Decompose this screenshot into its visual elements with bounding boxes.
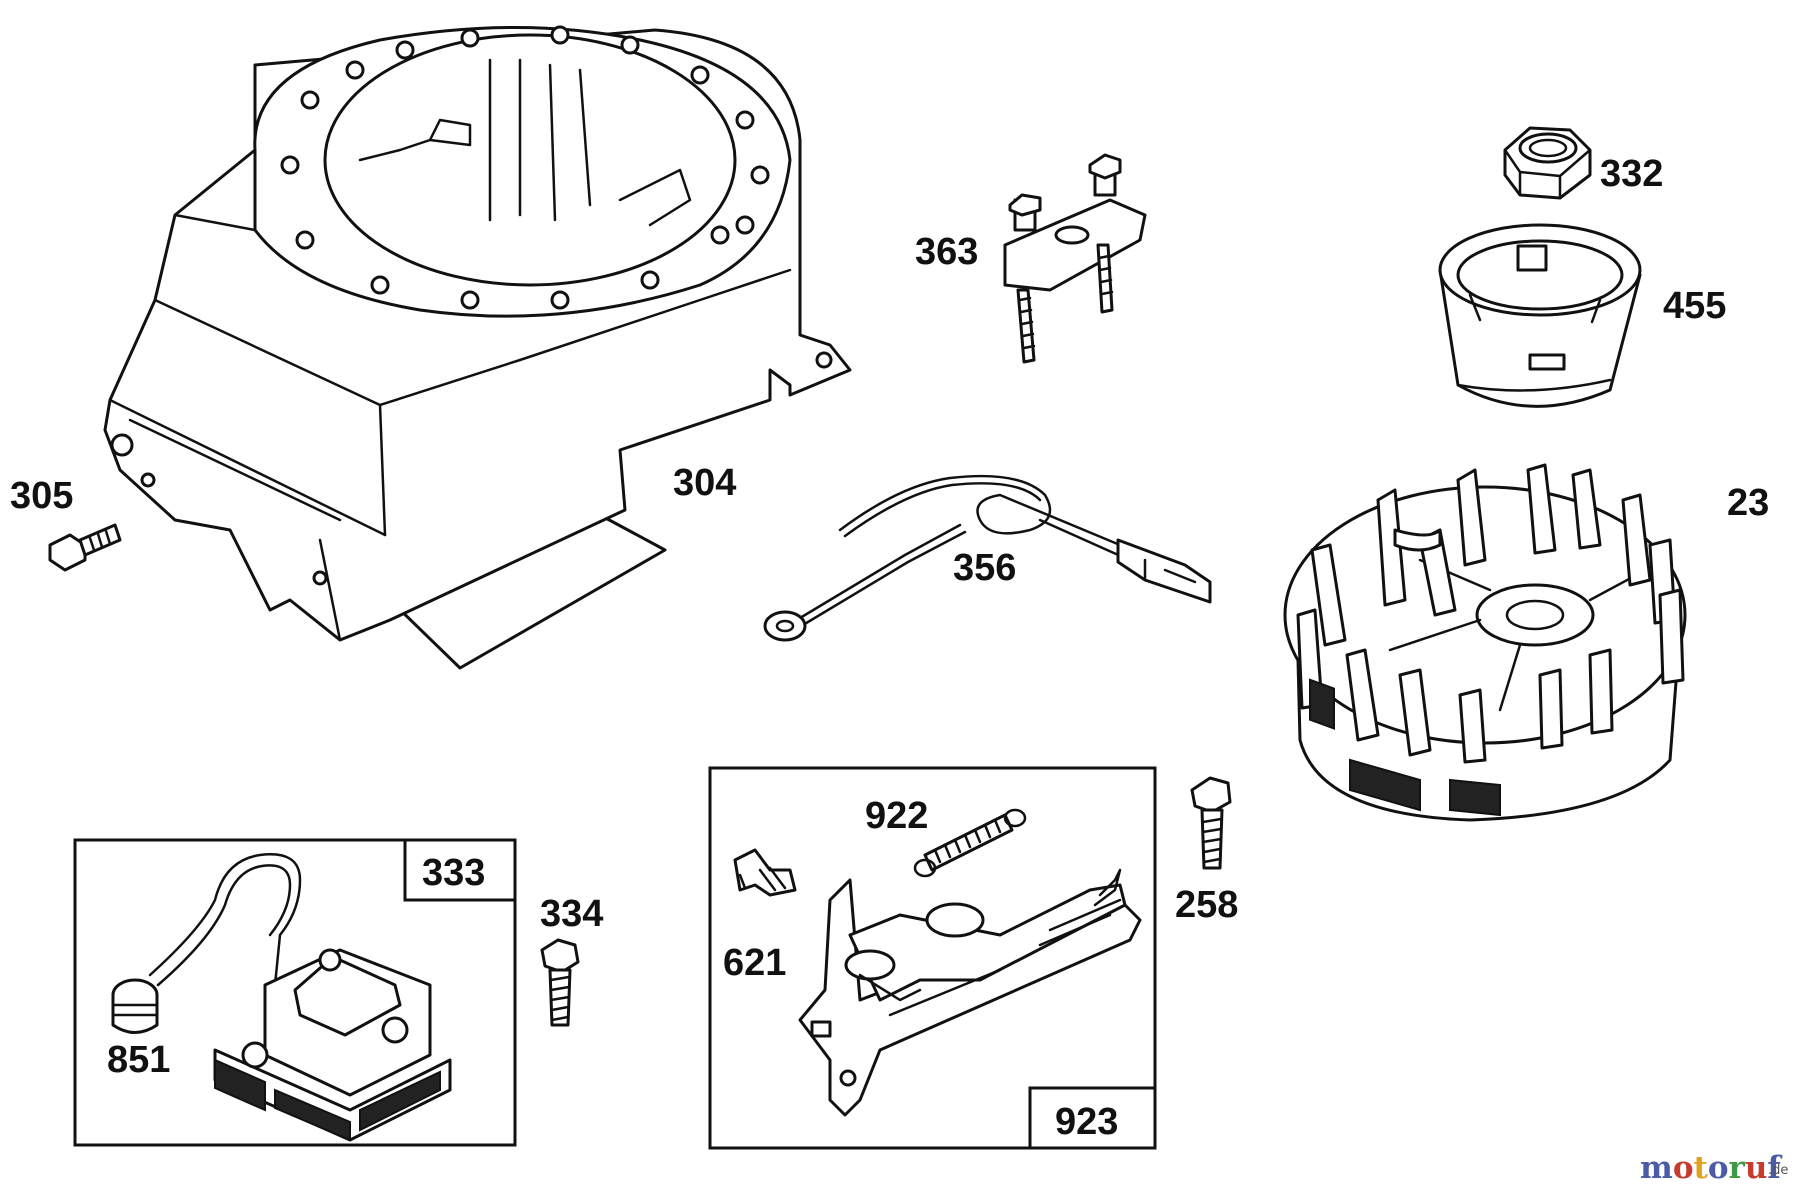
armature-333-drawing [111,853,452,1142]
part-label-363: 363 [915,231,978,273]
wm-letter: f [1767,1150,1782,1186]
part-label-258: 258 [1175,884,1238,926]
part-label-851: 851 [107,1039,170,1081]
wire-356-drawing [763,474,1212,642]
part-label-356: 356 [953,547,1016,589]
bolt-258-drawing [1190,776,1232,870]
cup-455-drawing [1438,223,1642,408]
part-label-923: 923 [1055,1101,1118,1143]
spring-922-drawing [913,808,1027,878]
governor-kit-number-box [1028,1086,1157,1150]
watermark-suffix: .de [1768,1163,1788,1178]
wm-letter: m [1640,1150,1673,1186]
clip-621-drawing [733,848,797,897]
part-label-305: 305 [10,475,73,517]
part-label-23: 23 [1727,482,1769,524]
part-label-333: 333 [422,852,485,894]
bracket-363-drawing [1003,153,1147,364]
flywheel-23-drawing [1283,463,1687,822]
wm-letter: r [1729,1150,1746,1186]
part-label-455: 455 [1663,285,1726,327]
nut-332-drawing [1503,126,1592,200]
wm-letter: u [1745,1150,1768,1186]
part-label-922: 922 [865,795,928,837]
bolt-305-drawing [48,523,122,572]
governor-bracket-923-drawing [798,868,1142,1117]
wm-letter: t [1694,1150,1709,1186]
blower-housing-drawing [103,25,852,670]
part-label-621: 621 [723,942,786,984]
armature-kit-number-box [403,838,517,902]
wm-letter: o [1673,1150,1694,1186]
wm-letter: o [1708,1150,1729,1186]
watermark-logo: motoruf [1640,1150,1782,1186]
part-label-304: 304 [673,462,736,504]
part-label-332: 332 [1600,153,1663,195]
part-label-334: 334 [540,893,603,935]
screw-334-drawing [540,938,580,1027]
